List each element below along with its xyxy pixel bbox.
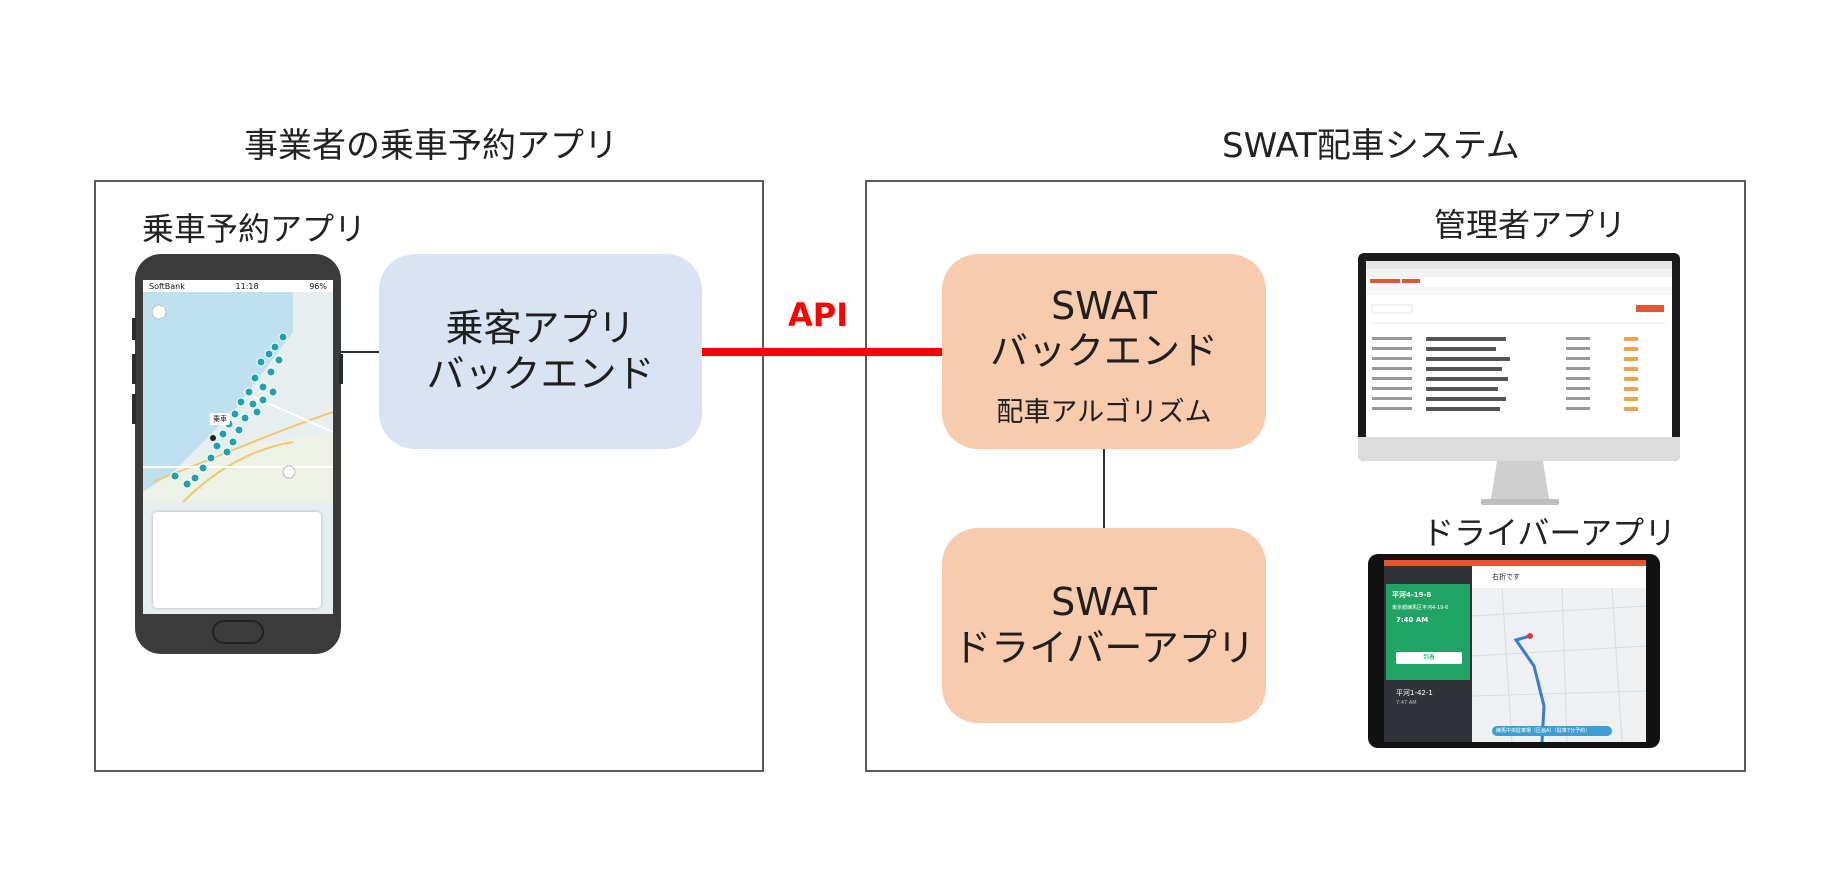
phone-status-bar: SoftBank 11:18 96% <box>143 280 333 292</box>
stop1-title: 平河4-19-6 <box>1392 591 1432 599</box>
swat-backend-line2: バックエンド <box>989 329 1218 374</box>
phone-app-label: 乗車予約アプリ <box>142 210 367 248</box>
tablet-bottom-bar: 練馬中央駐車場（区画A）（駐車7分予約） <box>1496 728 1591 734</box>
stop1-address: 東京都練馬区平河4-19-6 <box>1392 605 1449 611</box>
phone-bottom-card <box>153 512 321 608</box>
tablet-screen: 平河4-19-6 東京都練馬区平河4-19-6 7:40 AM 到着 平河1-4… <box>1384 560 1646 742</box>
stop2-title: 平河1-42-1 <box>1396 689 1433 697</box>
monitor-chin <box>1358 437 1680 461</box>
phone-battery: 96% <box>309 282 327 291</box>
swat-backend-box: SWAT バックエンド 配車アルゴリズム <box>942 254 1266 449</box>
tablet-current-stop-card: 平河4-19-6 東京都練馬区平河4-19-6 7:40 AM 到着 <box>1386 584 1470 680</box>
map-pickup-label: 乗車 <box>210 413 230 425</box>
phone-home-button <box>212 620 264 644</box>
right-section-title: SWAT配車システム <box>1222 126 1520 166</box>
stop2-time: 7:47 AM <box>1396 700 1417 706</box>
driver-app-label: ドライバーアプリ <box>1422 514 1677 552</box>
admin-screen <box>1366 261 1672 437</box>
admin-table-graphic <box>1366 261 1672 411</box>
monitor-mockup <box>1358 253 1680 461</box>
phone-mockup: SoftBank 11:18 96% <box>132 254 343 654</box>
swat-backend-line1: SWAT <box>1051 283 1157 328</box>
arrive-button[interactable]: 到着 <box>1396 652 1462 664</box>
connector-phone-backend <box>341 351 379 353</box>
monitor-stand <box>1481 461 1559 505</box>
phone-map <box>143 292 333 614</box>
passenger-backend-line2: バックエンド <box>426 351 655 396</box>
phone-carrier: SoftBank <box>149 282 185 291</box>
dispatch-algorithm-label: 配車アルゴリズム <box>996 396 1212 428</box>
api-connection-line <box>702 348 942 356</box>
tablet-mockup: 平河4-19-6 東京都練馬区平河4-19-6 7:40 AM 到着 平河1-4… <box>1368 554 1660 748</box>
tablet-map <box>1472 566 1646 742</box>
tablet-top-bar <box>1384 560 1646 566</box>
passenger-backend-line1: 乗客アプリ <box>445 305 636 350</box>
turn-instruction: 右折です <box>1492 573 1520 581</box>
phone-side-button <box>132 318 136 340</box>
swat-driver-line1: SWAT <box>1051 579 1157 624</box>
swat-driver-line2: ドライバーアプリ <box>953 625 1255 670</box>
left-section-title: 事業者の乗車予約アプリ <box>244 126 618 166</box>
connector-backend-driver <box>1103 449 1105 528</box>
tablet-route-panel: 平河4-19-6 東京都練馬区平河4-19-6 7:40 AM 到着 平河1-4… <box>1384 566 1472 742</box>
phone-screen: SoftBank 11:18 96% <box>143 280 333 614</box>
passenger-backend-box: 乗客アプリ バックエンド <box>379 254 702 449</box>
phone-side-button <box>339 354 343 384</box>
phone-time: 11:18 <box>235 282 259 291</box>
stop1-time: 7:40 AM <box>1396 616 1429 624</box>
phone-side-button <box>132 394 136 424</box>
api-label: API <box>788 296 849 334</box>
admin-app-label: 管理者アプリ <box>1434 206 1627 244</box>
swat-driver-app-box: SWAT ドライバーアプリ <box>942 528 1266 723</box>
phone-side-button <box>132 354 136 384</box>
